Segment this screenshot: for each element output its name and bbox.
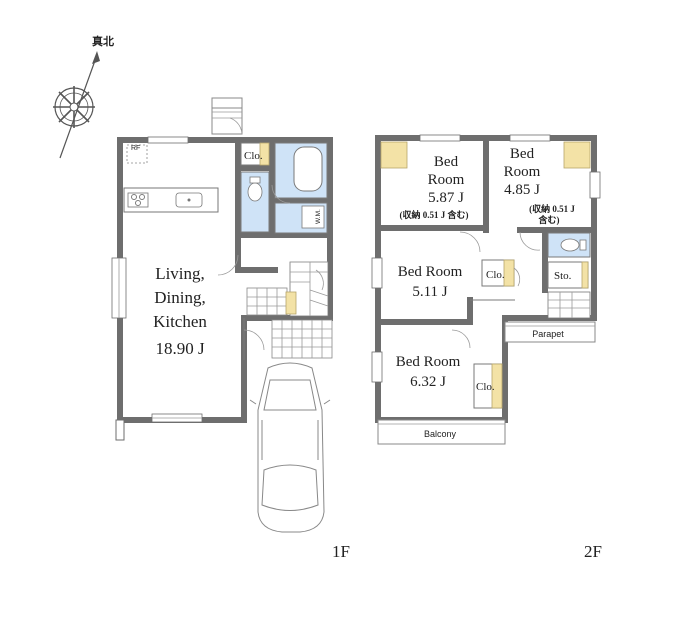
bedroom1-size: 5.87 J [428, 190, 464, 206]
parapet-label: Parapet [532, 329, 564, 339]
entrance-porch [271, 319, 333, 359]
bedroom4-size: 6.32 J [410, 374, 446, 390]
compass-rose-icon [53, 51, 100, 159]
floor2-label: 2F [584, 542, 602, 561]
ldk-name-line3: Kitchen [153, 312, 207, 331]
car-icon [249, 362, 331, 533]
bedroom4-name: Bed Room [396, 354, 461, 370]
floor2-closet-b-label: Clo. [476, 381, 495, 393]
floor2-storage-label: Sto. [554, 270, 572, 282]
bathtub-icon [293, 146, 323, 192]
bedroom1-name-line2: Room [428, 172, 465, 188]
floor1-closet-label: Clo. [244, 150, 263, 162]
toilet-icon [247, 182, 263, 202]
refrigerator-label: RF [131, 145, 140, 152]
washing-machine-label: W.M. [315, 209, 322, 224]
bedroom2-note-line1: (収納 0.51 J [529, 203, 575, 214]
bedroom3-size: 5.11 J [412, 284, 447, 300]
floor2-toilet-icon [560, 238, 580, 252]
bedroom3-name: Bed Room [398, 264, 463, 280]
floor2-plan: Clo. Clo. Sto. Bed Room 5.87 J (収納 0.51 … [371, 134, 601, 445]
bedroom2-name-line1: Bed [510, 146, 535, 162]
bedroom2-size: 4.85 J [504, 182, 540, 198]
bedroom1-note: (収納 0.51 J 含む) [400, 209, 469, 220]
bedroom1-name-line1: Bed [434, 154, 459, 170]
balcony-label: Balcony [424, 429, 457, 439]
washing-machine-icon [301, 205, 325, 229]
floor1-plan: RF Clo. W.M. [111, 97, 333, 441]
bedroom2-note-line2: 含む) [538, 214, 560, 225]
bedroom2-name-line2: Room [504, 164, 541, 180]
ldk-name-line1: Living, [155, 264, 205, 283]
compass-north-label: 真北 [92, 34, 114, 48]
entrance-hall [246, 287, 297, 316]
floor1-label: 1F [332, 542, 350, 561]
ldk-name-line2: Dining, [154, 288, 205, 307]
ldk-size: 18.90 J [155, 339, 205, 358]
floor2-stairs [547, 291, 591, 319]
floor2-closet-a-label: Clo. [486, 269, 505, 281]
